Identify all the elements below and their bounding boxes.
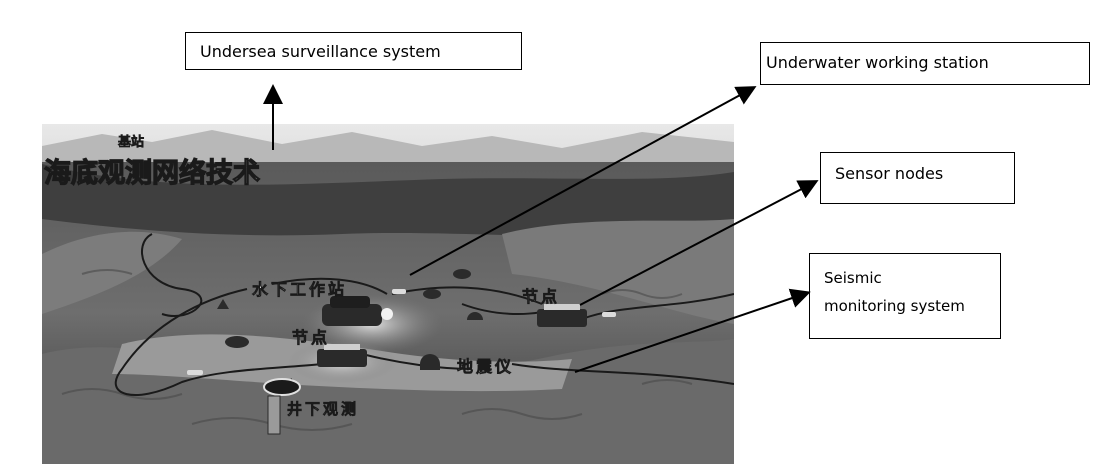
label-node-left-cn: 节点 — [292, 328, 330, 347]
label-borehole-cn: 井下观测 — [287, 400, 359, 418]
sensor-node-left — [317, 344, 367, 367]
seismometer-device — [420, 354, 440, 370]
callout-seismic-line2: monitoring system — [824, 297, 965, 315]
callout-seismic-monitoring: Seismic monitoring system — [809, 253, 1001, 339]
underwater-station-equipment — [322, 296, 393, 326]
callout-seismic-line1: Seismic — [824, 269, 882, 287]
callout-undersea-surveillance: Undersea surveillance system — [185, 32, 522, 70]
seafloor-network-illustration: 基站 海底观测网络技术 水下工作站 节点 节点 地震仪 井下观测 — [42, 124, 734, 464]
label-underwater-station-cn: 水下工作站 — [252, 280, 347, 299]
callout-underwater-working-station-text: Underwater working station — [766, 53, 989, 72]
ridge-left — [42, 231, 182, 314]
callout-sensor-nodes-text: Sensor nodes — [835, 164, 944, 183]
base-station-label: 基站 — [117, 134, 144, 150]
label-node-right-cn: 节点 — [522, 287, 560, 306]
image-title: 海底观测网络技术 — [44, 157, 260, 189]
callout-undersea-surveillance-text: Undersea surveillance system — [200, 42, 441, 61]
callout-sensor-nodes: Sensor nodes — [820, 152, 1015, 204]
seafloor-pods — [217, 269, 483, 348]
borehole-device — [263, 378, 301, 435]
label-seismometer-cn: 地震仪 — [457, 357, 514, 376]
callout-underwater-working-station: Underwater working station — [760, 42, 1090, 85]
sensor-node-right — [537, 304, 587, 327]
